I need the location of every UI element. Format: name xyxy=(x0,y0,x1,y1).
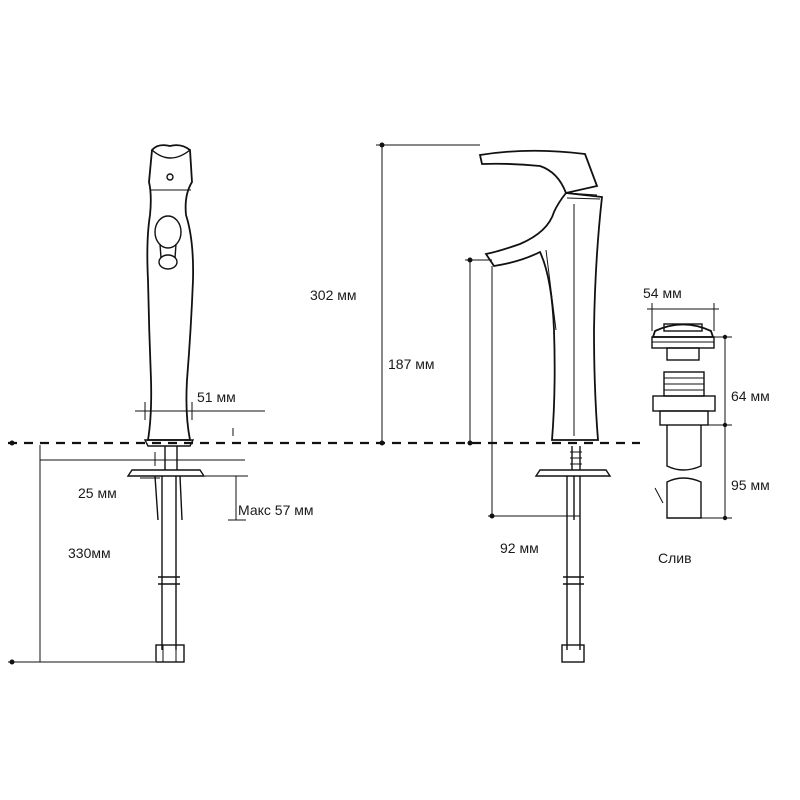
front-view-bracket-left xyxy=(154,475,159,521)
dim-spout-height xyxy=(465,257,492,446)
dim-drain-heights-marker-bottom xyxy=(722,515,728,521)
dim-spout-reach-marker xyxy=(489,513,495,519)
side-view-lever xyxy=(478,149,599,195)
drain-neck xyxy=(666,347,700,361)
drain-assembly xyxy=(651,323,716,519)
dim-spout-reach xyxy=(488,266,580,519)
front-view-faucet xyxy=(143,144,195,447)
front-view-mount xyxy=(126,446,206,663)
front-view-indicator xyxy=(166,173,174,181)
dim-total-height-marker-top xyxy=(379,142,385,148)
drain-tailpipe-lower xyxy=(666,477,702,519)
side-view-spout-edge xyxy=(545,249,557,331)
side-view-faucet xyxy=(478,149,603,441)
label-mount-thickness: 25 мм xyxy=(78,485,117,501)
front-view-handle-stem-right xyxy=(174,243,177,259)
drain-cap-top xyxy=(663,323,703,332)
label-max-countertop: Макс 57 мм xyxy=(238,502,314,518)
side-view-body xyxy=(484,192,603,441)
dim-max-countertop xyxy=(205,475,248,521)
front-view-hose-nut xyxy=(155,644,185,663)
side-view-collar xyxy=(566,197,601,200)
front-view-handle-ring xyxy=(154,215,182,249)
label-spout-reach: 92 мм xyxy=(500,540,539,556)
label-spout-height: 187 мм xyxy=(388,356,435,372)
front-view-faucet-body xyxy=(146,144,195,441)
drain-washer xyxy=(659,410,709,426)
dim-drain-heights-marker-top xyxy=(722,334,728,340)
front-view-base xyxy=(143,439,195,447)
dim-drain-diameter xyxy=(647,303,719,331)
front-view-bracket-right xyxy=(179,475,183,521)
drain-tailpipe-upper xyxy=(666,425,702,471)
dim-total-height-marker-bottom xyxy=(379,440,385,446)
label-handle-offset: 51 мм xyxy=(197,389,236,405)
label-drain-diameter: 54 мм xyxy=(643,285,682,301)
dim-handle-offset xyxy=(135,402,265,436)
front-view-handle-stem-left xyxy=(159,243,162,259)
dim-drain-heights xyxy=(701,334,732,521)
label-drain-caption: Слив xyxy=(658,550,692,566)
label-drain-tail-length: 95 мм xyxy=(731,477,770,493)
side-view-hose-nut xyxy=(561,644,585,663)
label-total-height: 302 мм xyxy=(310,287,357,303)
dim-spout-height-marker-top xyxy=(467,257,473,263)
side-view-mount xyxy=(534,446,612,663)
front-view-handle-tip xyxy=(158,254,178,270)
dim-mount-thickness xyxy=(40,452,245,466)
dim-total-height xyxy=(376,142,480,446)
countertop-line-marker xyxy=(9,440,15,446)
front-view-cap xyxy=(151,149,191,159)
dim-hose-length xyxy=(8,445,155,665)
drain-lock-nut xyxy=(652,395,716,412)
dim-spout-height-marker-bottom xyxy=(467,440,473,446)
side-view-mount-plate xyxy=(534,469,612,477)
drain-break-mark xyxy=(654,487,664,504)
dim-hose-length-marker xyxy=(9,659,15,665)
front-view-mount-plate xyxy=(126,469,206,477)
label-hose-length: 330мм xyxy=(68,545,111,561)
label-drain-top-height: 64 мм xyxy=(731,388,770,404)
dim-drain-heights-marker-mid xyxy=(722,422,728,428)
